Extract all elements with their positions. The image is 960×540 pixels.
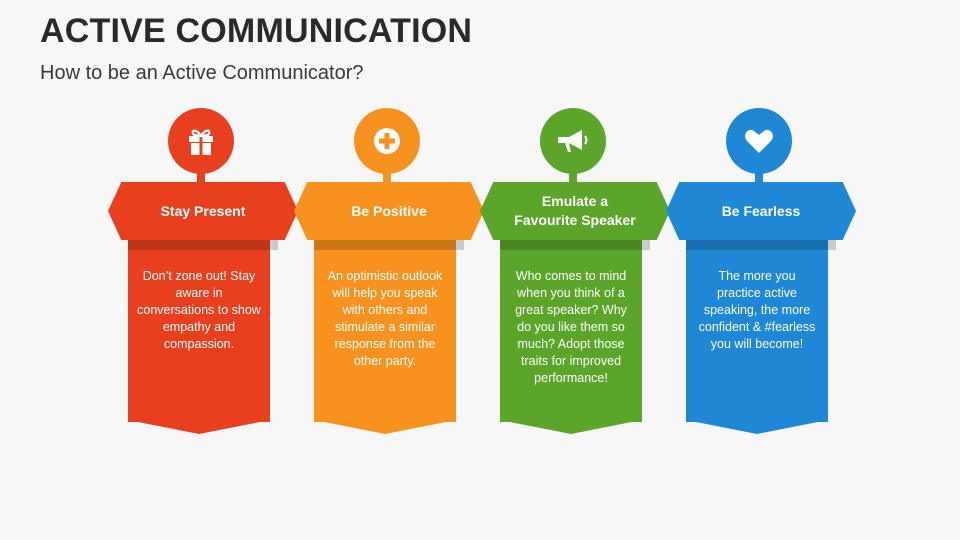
card-emulate-speaker: Emulate a Favourite Speaker Who comes to…	[480, 100, 670, 460]
card-be-fearless: Be Fearless The more you practice active…	[666, 100, 856, 460]
plus-icon-circle	[354, 108, 420, 174]
card-header: Stay Present	[108, 182, 298, 240]
card-header: Be Fearless	[666, 182, 856, 240]
card-body: An optimistic outlook will help you spea…	[314, 240, 456, 422]
card-body: The more you practice active speaking, t…	[686, 240, 828, 422]
plus-circle-icon	[370, 124, 404, 158]
banner-shadow	[686, 238, 836, 250]
card-text: Don’t zone out! Stay aware in conversati…	[137, 269, 261, 351]
card-text: Who comes to mind when you think of a gr…	[515, 269, 627, 385]
card-stay-present: Stay Present Don’t zone out! Stay aware …	[108, 100, 298, 460]
card-header: Be Positive	[294, 182, 484, 240]
heart-icon	[742, 124, 776, 158]
gift-icon-circle	[168, 108, 234, 174]
heart-icon-circle	[726, 108, 792, 174]
page-title: ACTIVE COMMUNICATION	[40, 12, 473, 50]
card-tip	[128, 420, 270, 434]
banner-shadow	[314, 238, 464, 250]
megaphone-icon	[555, 124, 591, 158]
page-subtitle: How to be an Active Communicator?	[40, 62, 364, 84]
megaphone-icon-circle	[540, 108, 606, 174]
card-body: Don’t zone out! Stay aware in conversati…	[128, 240, 270, 422]
card-text: An optimistic outlook will help you spea…	[327, 269, 443, 368]
card-tip	[686, 420, 828, 434]
card-header: Emulate a Favourite Speaker	[480, 182, 670, 240]
card-text: The more you practice active speaking, t…	[698, 269, 816, 351]
card-be-positive: Be Positive An optimistic outlook will h…	[294, 100, 484, 460]
banner-shadow	[500, 238, 650, 250]
card-tip	[314, 420, 456, 434]
gift-icon	[184, 124, 218, 158]
banner-shadow	[128, 238, 278, 250]
card-tip	[500, 420, 642, 434]
card-body: Who comes to mind when you think of a gr…	[500, 240, 642, 422]
